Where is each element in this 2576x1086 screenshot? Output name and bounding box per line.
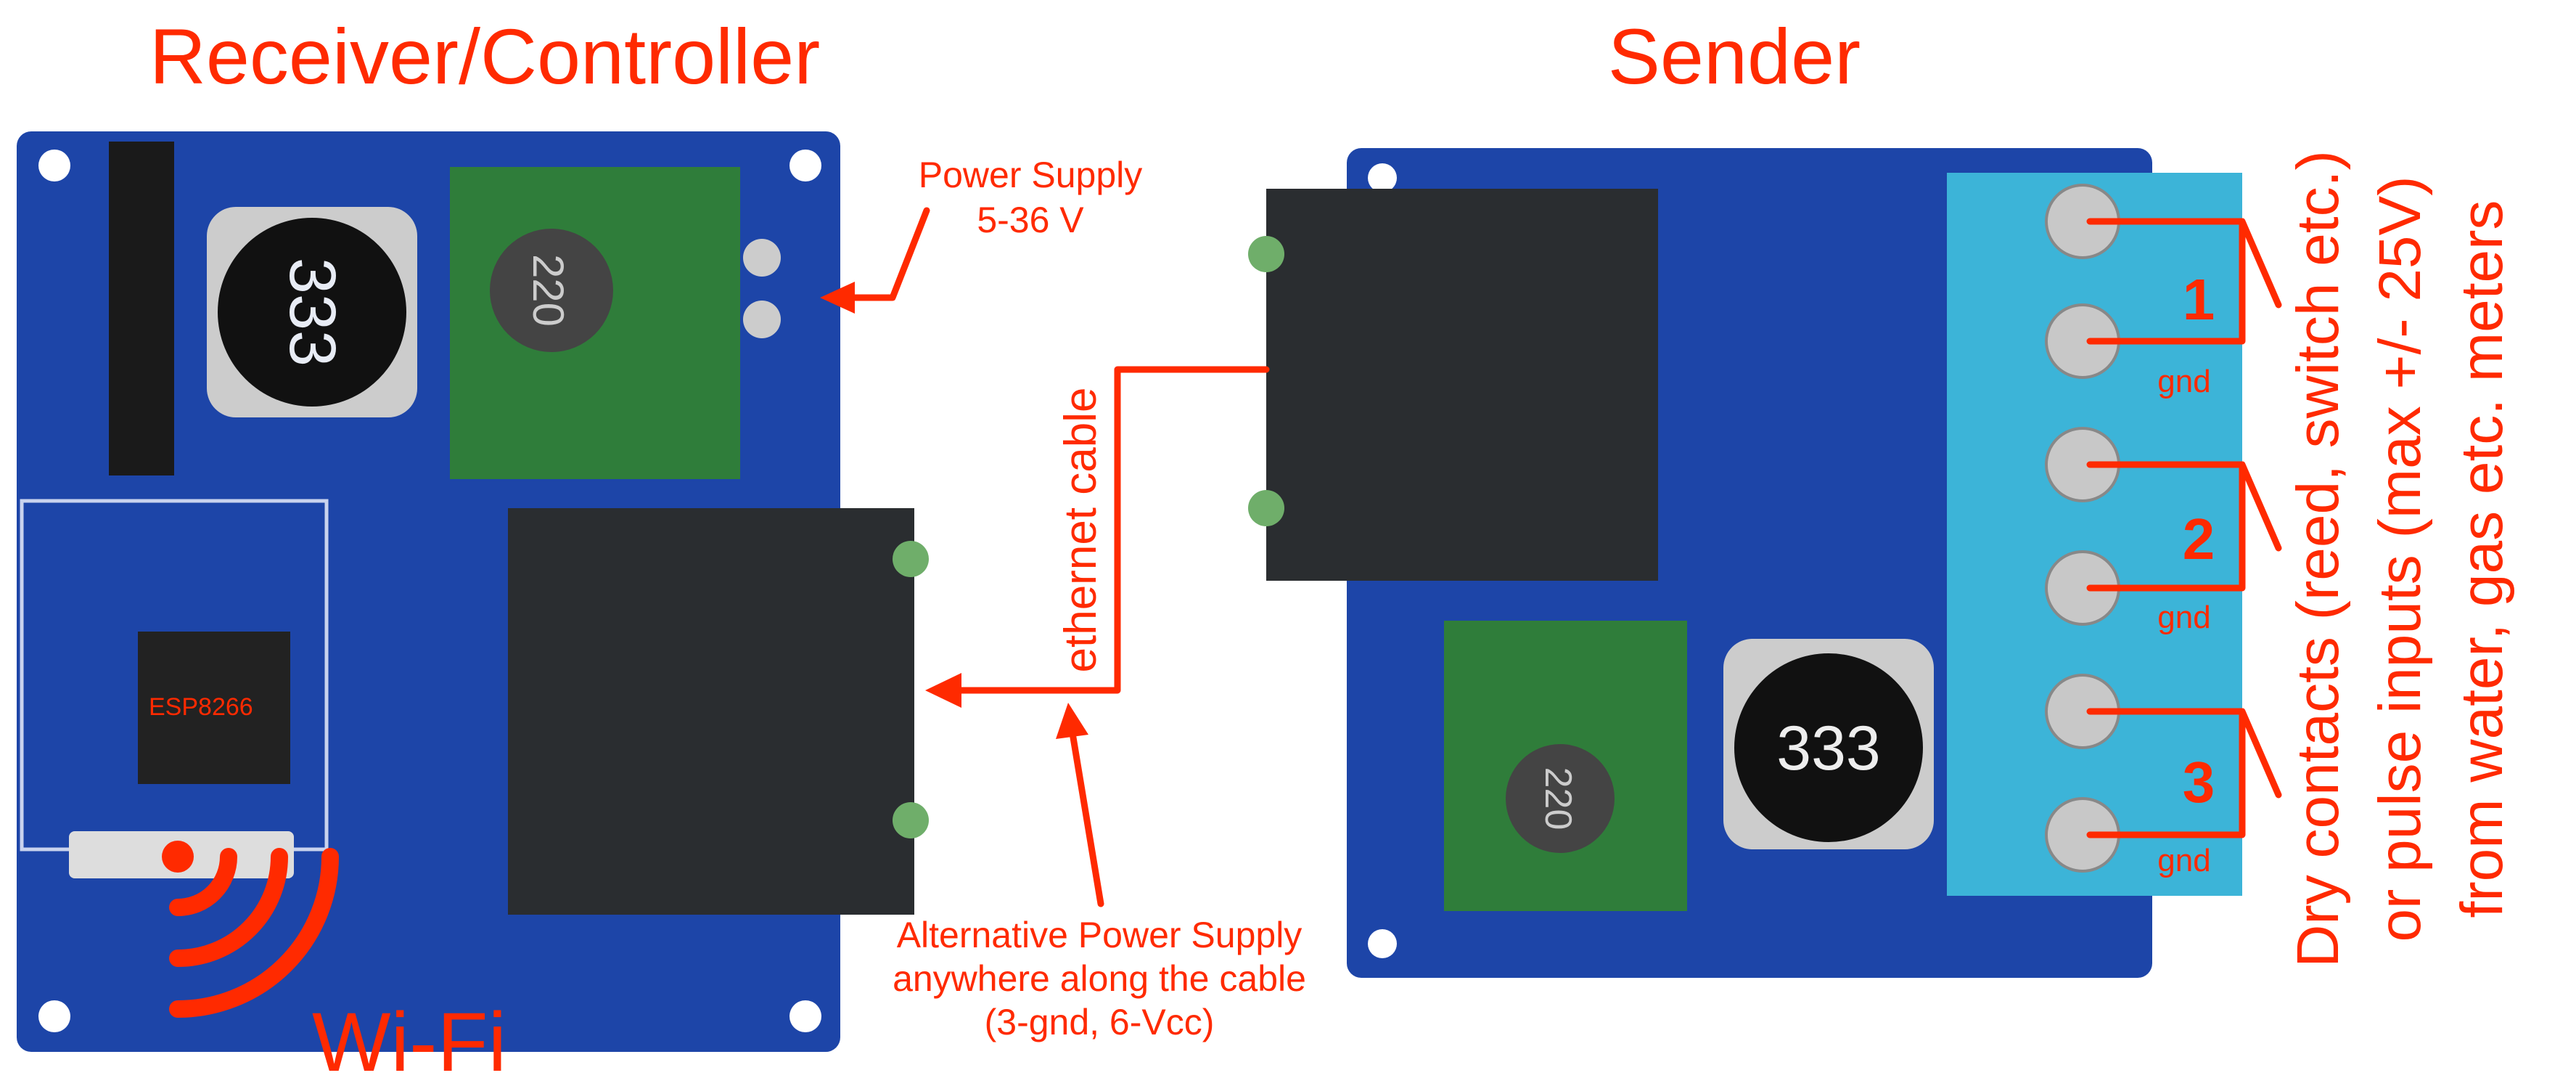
gnd-label: gnd (2157, 364, 2210, 399)
alt-power-arrow (1069, 730, 1104, 907)
terminal-block (1947, 173, 2242, 896)
module-inductor-label: 220 (524, 254, 573, 327)
input-number: 2 (2183, 507, 2215, 571)
sender-board: 220 333 (1248, 148, 2242, 978)
input-number: 1 (2183, 267, 2215, 332)
input-2: 2 gnd (2086, 461, 2282, 635)
esp8266-chip (138, 632, 290, 784)
wifi-icon (162, 841, 339, 1018)
sender-title: Sender (1608, 12, 1861, 100)
gnd-label: gnd (2157, 600, 2210, 635)
power-pad-minus (743, 239, 781, 277)
inductor (1734, 653, 1923, 842)
input-number: 3 (2183, 750, 2215, 814)
inductor-label: 333 (1776, 714, 1881, 783)
input-1: 1 gnd (2086, 218, 2282, 399)
receiver-title: Receiver/Controller (149, 12, 820, 100)
wifi-label: Wi-Fi (312, 996, 506, 1086)
inputs-description-line3: from water, gas etc. meters (2449, 200, 2515, 918)
power-pad-plus (743, 301, 781, 338)
inputs-description-line1: Dry contacts (reed, switch etc.) (2285, 150, 2351, 968)
ethernet-cable-label: ethernet cable (1056, 388, 1106, 673)
ethernet-cable-line (954, 366, 1270, 694)
rj45-socket (1266, 189, 1658, 581)
gnd-label: gnd (2157, 843, 2210, 878)
module-inductor-label: 220 (1537, 767, 1579, 830)
esp8266-label: ESP8266 (149, 693, 253, 721)
alt-power-line2: anywhere along the cable (893, 958, 1306, 999)
input-3: 3 gnd (2086, 708, 2282, 878)
power-arrow (849, 207, 930, 301)
power-supply-voltage: 5-36 V (977, 200, 1084, 240)
power-supply-label: Power Supply (919, 155, 1143, 195)
rj45-socket (508, 508, 914, 915)
alt-power-line3: (3-gnd, 6-Vcc) (985, 1002, 1215, 1042)
inductor-label: 333 (276, 258, 348, 367)
receiver-board: 333 220 ESP8266 (17, 131, 929, 1052)
inductor (218, 218, 406, 407)
pin-header (109, 142, 174, 475)
inputs-description-line2: or pulse inputs (max +/- 25V) (2367, 176, 2433, 942)
alt-power-line1: Alternative Power Supply (897, 915, 1303, 955)
